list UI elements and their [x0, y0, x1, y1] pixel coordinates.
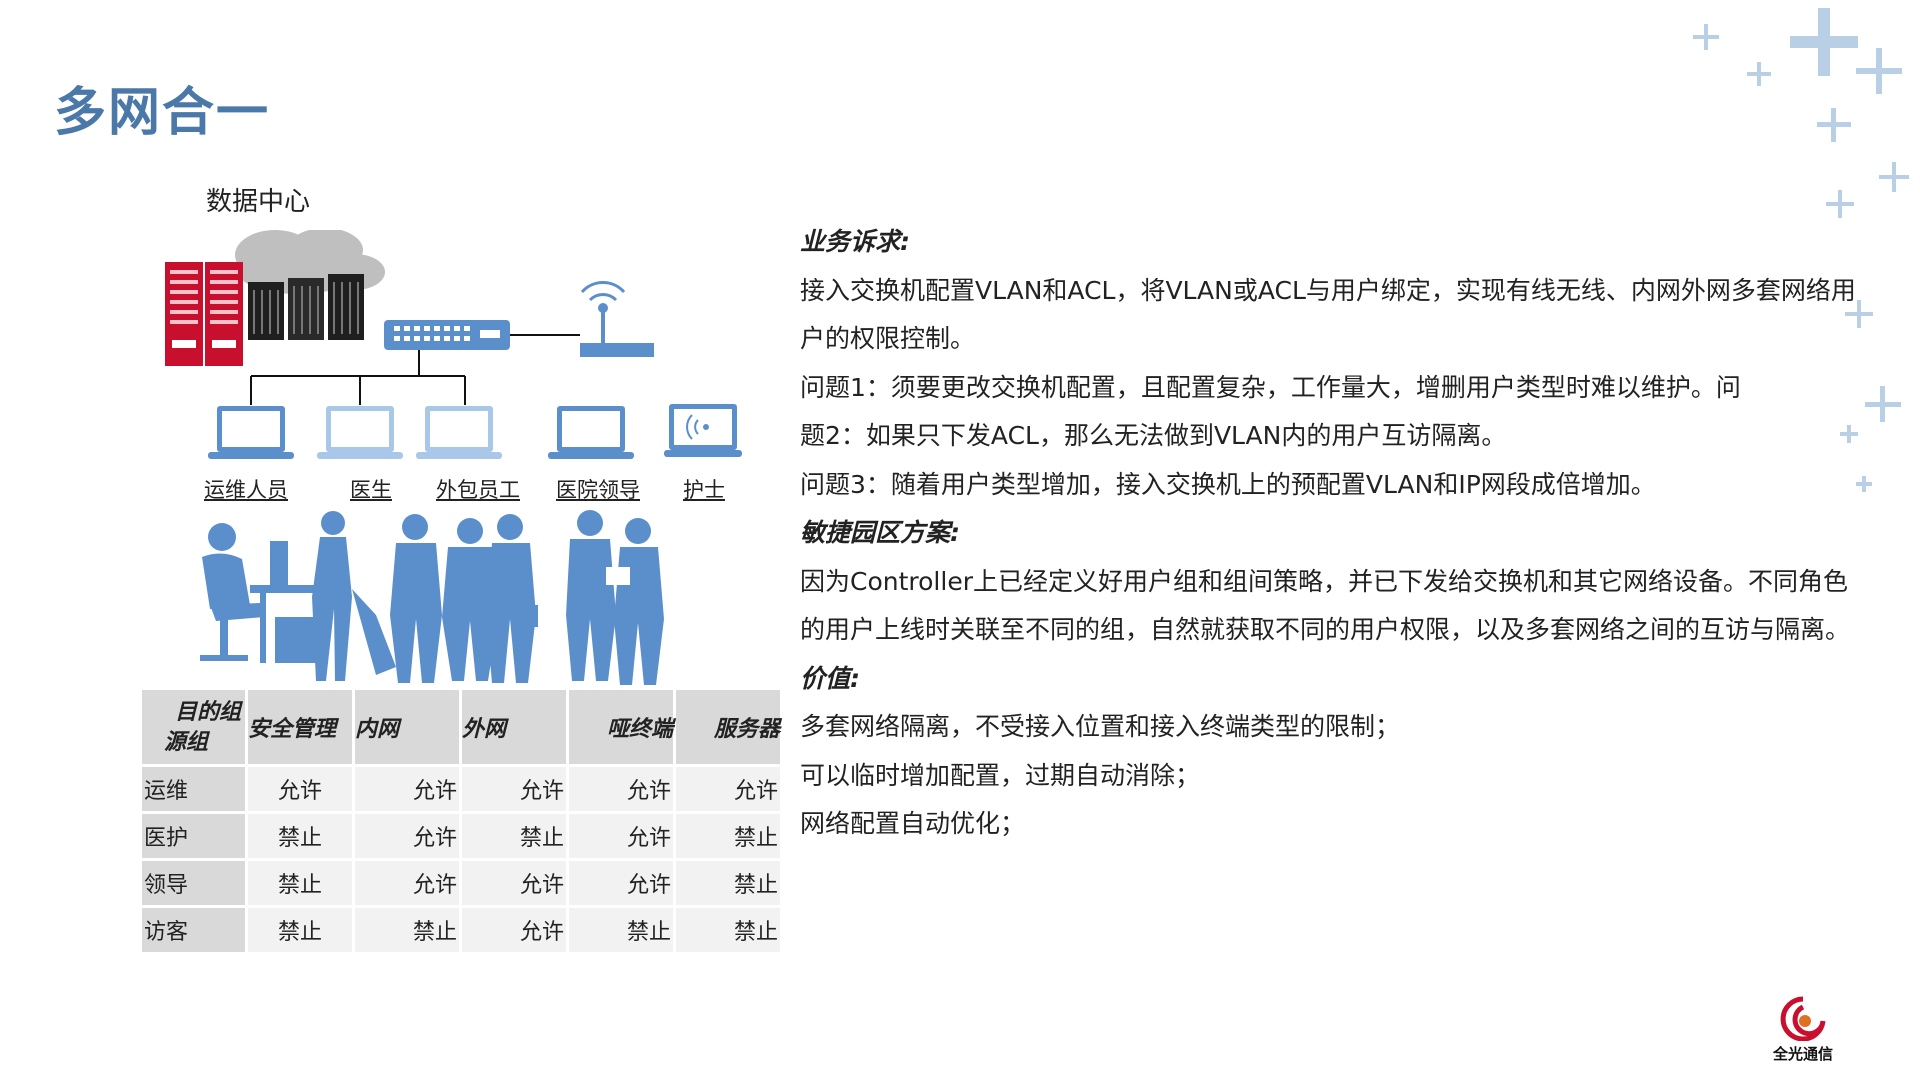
row-header: 访客	[142, 906, 248, 955]
people-silhouettes	[200, 510, 664, 685]
table-cell: 允许	[353, 859, 462, 908]
acl-policy-table: 目的组 源组 安全管理 内网 外网 哑终端 服务器 运维 允许 允许 允许 允许…	[142, 690, 783, 955]
table-cell: 允许	[567, 812, 676, 861]
page-title: 多网合一	[54, 83, 271, 143]
value-heading: 价值:	[800, 663, 860, 693]
table-cell: 禁止	[567, 906, 676, 955]
table-cell: 禁止	[460, 812, 569, 861]
row-header: 运维	[142, 765, 248, 814]
table-header-row: 目的组 源组 安全管理 内网 外网 哑终端 服务器	[142, 690, 783, 767]
column-header: 服务器	[674, 690, 783, 767]
role-label-contractor: 外包员工	[436, 478, 520, 502]
logo-swirl-icon	[1780, 996, 1826, 1042]
row-header: 医护	[142, 812, 248, 861]
table-cell: 禁止	[674, 812, 783, 861]
table-cell: 允许	[567, 859, 676, 908]
table-cell: 禁止	[353, 906, 462, 955]
solution-text: 因为Controller上已经定义好用户组和组间策略，并已下发给交换机和其它网络…	[800, 566, 1848, 596]
laptop-icon-contractor	[416, 406, 502, 459]
table-cell: 允许	[460, 859, 569, 908]
two-men-talking-icon	[566, 510, 664, 685]
business-text: 接入交换机配置VLAN和ACL，将VLAN或ACL与用户绑定，实现有线无线、内网…	[800, 275, 1856, 305]
problem-text: 问题1：须要更改交换机配置，且配置复杂，工作量大，增删用户类型时难以维护。问	[800, 372, 1741, 402]
table-cell: 允许	[353, 765, 462, 814]
column-header: 哑终端	[567, 690, 676, 767]
table-cell: 禁止	[674, 906, 783, 955]
corner-label-source: 源组	[164, 730, 209, 755]
laptop-icon-ops	[208, 406, 294, 459]
table-corner-cell: 目的组 源组	[142, 690, 248, 767]
problem-text: 问题3：随着用户类型增加，接入交换机上的预配置VLAN和IP网段成倍增加。	[800, 469, 1656, 499]
wireless-ap-icon	[580, 281, 654, 357]
role-label-ops: 运维人员	[204, 478, 288, 502]
table-cell: 允许	[567, 765, 676, 814]
business-heading: 业务诉求:	[800, 227, 910, 256]
corner-label-destination: 目的组	[174, 700, 241, 725]
value-text: 多套网络隔离，不受接入位置和接入终端类型的限制；	[800, 712, 1401, 741]
table-cell: 允许	[353, 812, 462, 861]
column-header: 安全管理	[246, 690, 355, 767]
table-cell: 禁止	[246, 906, 355, 955]
decorative-plus-pattern	[1693, 8, 1909, 492]
value-text: 网络配置自动优化；	[800, 809, 1026, 838]
businessmen-group-icon	[390, 514, 538, 683]
company-logo: 全光通信	[1768, 995, 1838, 1064]
problem-text: 题2：如果只下发ACL，那么无法做到VLAN内的用户互访隔离。	[800, 421, 1507, 450]
role-label-nurse: 护士	[683, 478, 725, 502]
wireless-laptop-icon	[664, 404, 742, 457]
column-header: 内网	[353, 690, 462, 767]
table-cell: 禁止	[246, 859, 355, 908]
role-label-doctor: 医生	[350, 478, 392, 502]
switch-icon	[384, 320, 510, 350]
traveler-icon	[312, 511, 396, 681]
laptop-icon-leader	[548, 406, 634, 459]
logo-text: 全光通信	[1772, 1045, 1833, 1063]
table-cell: 允许	[674, 765, 783, 814]
value-text: 可以临时增加配置，过期自动消除；	[800, 760, 1201, 790]
row-header: 领导	[142, 859, 248, 908]
laptop-icon-doctor	[317, 406, 403, 459]
table-cell: 禁止	[246, 812, 355, 861]
role-label-leader: 医院领导	[556, 478, 640, 502]
table-row: 运维 允许 允许 允许 允许 允许	[142, 765, 783, 814]
network-links	[250, 334, 580, 405]
server-rack-icon	[165, 262, 243, 366]
column-header: 外网	[460, 690, 569, 767]
table-row: 访客 禁止 禁止 允许 禁止 禁止	[142, 906, 783, 955]
table-cell: 允许	[460, 906, 569, 955]
server-icon	[248, 274, 364, 340]
table-cell: 禁止	[674, 859, 783, 908]
datacenter-label: 数据中心	[206, 187, 311, 217]
table-row: 医护 禁止 允许 禁止 允许 禁止	[142, 812, 783, 861]
network-diagram	[165, 230, 654, 459]
business-text: 户的权限控制。	[800, 324, 976, 353]
table-cell: 允许	[460, 765, 569, 814]
solution-text: 的用户上线时关联至不同的组，自然就获取不同的用户权限，以及多套网络之间的互访与隔…	[800, 615, 1851, 644]
content-text-block: 业务诉求: 接入交换机配置VLAN和ACL，将VLAN或ACL与用户绑定，实现有…	[800, 218, 1910, 849]
table-row: 领导 禁止 允许 允许 允许 禁止	[142, 859, 783, 908]
solution-heading: 敏捷园区方案:	[800, 518, 960, 547]
table-cell: 允许	[246, 765, 355, 814]
